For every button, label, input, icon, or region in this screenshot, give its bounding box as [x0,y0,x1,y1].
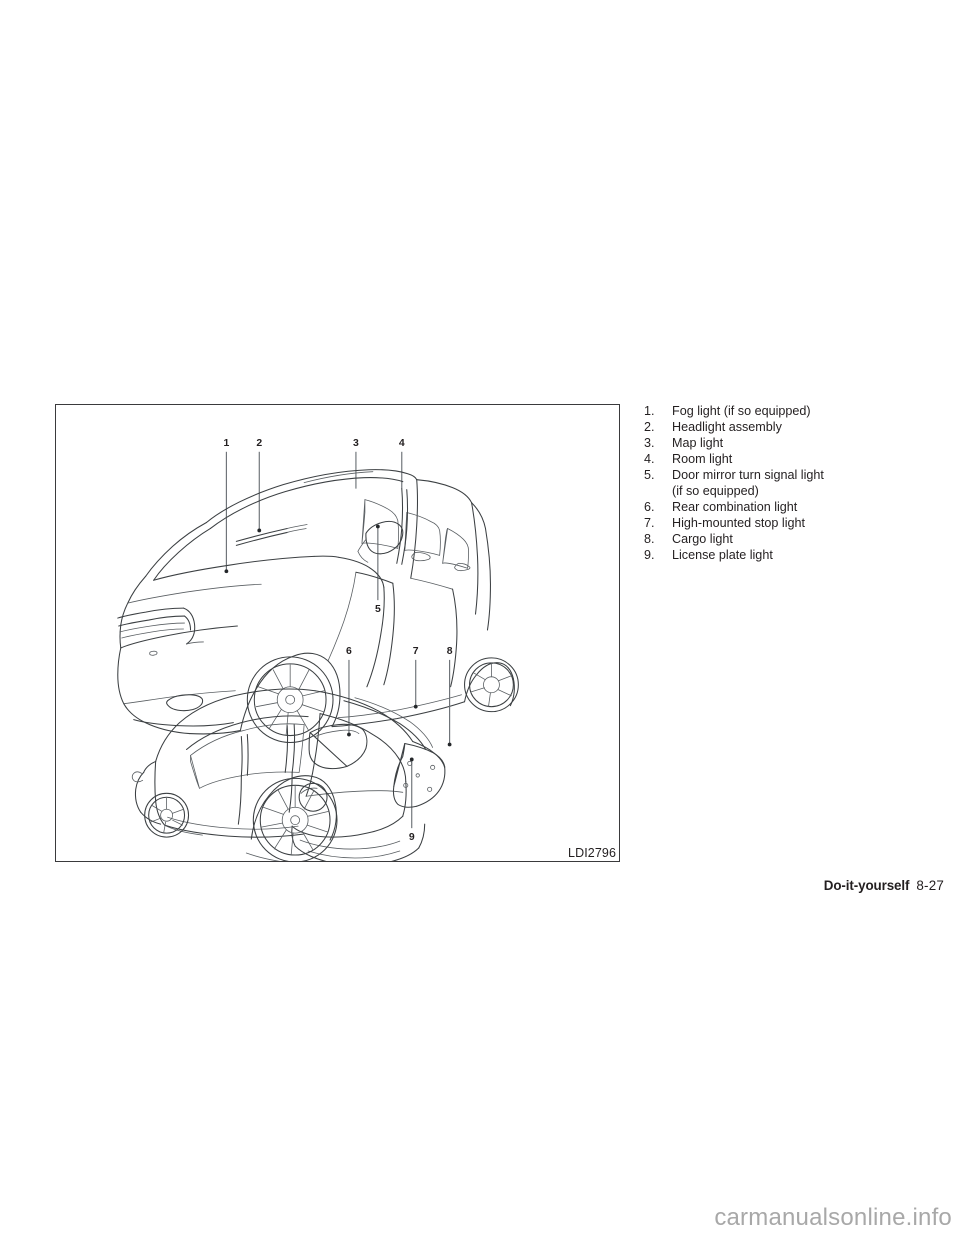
callout-5: 5 [375,604,381,615]
list-item: 2. Headlight assembly [644,419,944,435]
list-item-number: 5. [644,468,655,483]
figure-caption: LDI2796 [565,846,617,860]
callout-8: 8 [447,646,453,657]
list-item-number: 2. [644,420,655,435]
list-item: 6. Rear combination light [644,499,944,515]
list-item-label: Rear combination light [672,500,798,515]
page-footer: Do-it-yourself 8-27 [0,878,944,893]
list-item-label: High-mounted stop light [672,516,806,531]
figure-box: 1 2 3 4 5 [55,404,620,862]
parts-list: 1. Fog light (if so equipped) 2. Headlig… [644,403,944,563]
list-item-number: 7. [644,516,655,531]
list-item-label: Map light [672,436,724,451]
list-item-label: Cargo light [672,532,733,547]
callout-3: 3 [353,438,359,449]
list-item-number: 1. [644,404,655,418]
list-item-label: Fog light (if so equipped) [672,404,811,418]
list-item: 8. Cargo light [644,531,944,547]
list-item: 3. Map light [644,435,944,451]
watermark: carmanualsonline.info [714,1204,952,1231]
list-item: 1. Fog light (if so equipped) [644,403,944,419]
list-item: 9. License plate light [644,547,944,563]
callout-1: 1 [223,438,229,449]
list-item-label: Room light [672,452,733,467]
list-item-number: 4. [644,452,655,467]
callout-9: 9 [409,832,415,843]
callout-4: 4 [399,438,405,449]
list-item-label: Headlight assembly [672,420,782,435]
list-item-number: 8. [644,532,655,547]
list-item-label: Door mirror turn signal light [672,468,824,483]
list-item: 7. High-mounted stop light [644,515,944,531]
callout-6: 6 [346,646,352,657]
list-item-number: 9. [644,548,655,563]
rear-three-quarter-view: 6 7 8 9 [131,646,453,861]
list-item-label: License plate light [672,548,773,563]
footer-page-number: 8-27 [916,878,944,893]
leader-lines-front [224,451,403,601]
list-item: 4. Room light [644,451,944,467]
list-item-number: 6. [644,500,655,515]
vehicle-light-locations-diagram: 1 2 3 4 5 [117,438,519,861]
vehicle-body-rear [131,688,446,861]
leader-lines-rear [347,659,452,829]
footer-section-title: Do-it-yourself [823,878,910,893]
vehicle-body-front [117,469,519,744]
callout-2: 2 [256,438,262,449]
list-item: 5. Door mirror turn signal light [644,467,944,483]
front-three-quarter-view: 1 2 3 4 5 [117,438,519,744]
list-item-number: 3. [644,436,655,451]
list-item-sublabel: (if so equipped) [672,484,759,499]
callout-7: 7 [413,646,419,657]
